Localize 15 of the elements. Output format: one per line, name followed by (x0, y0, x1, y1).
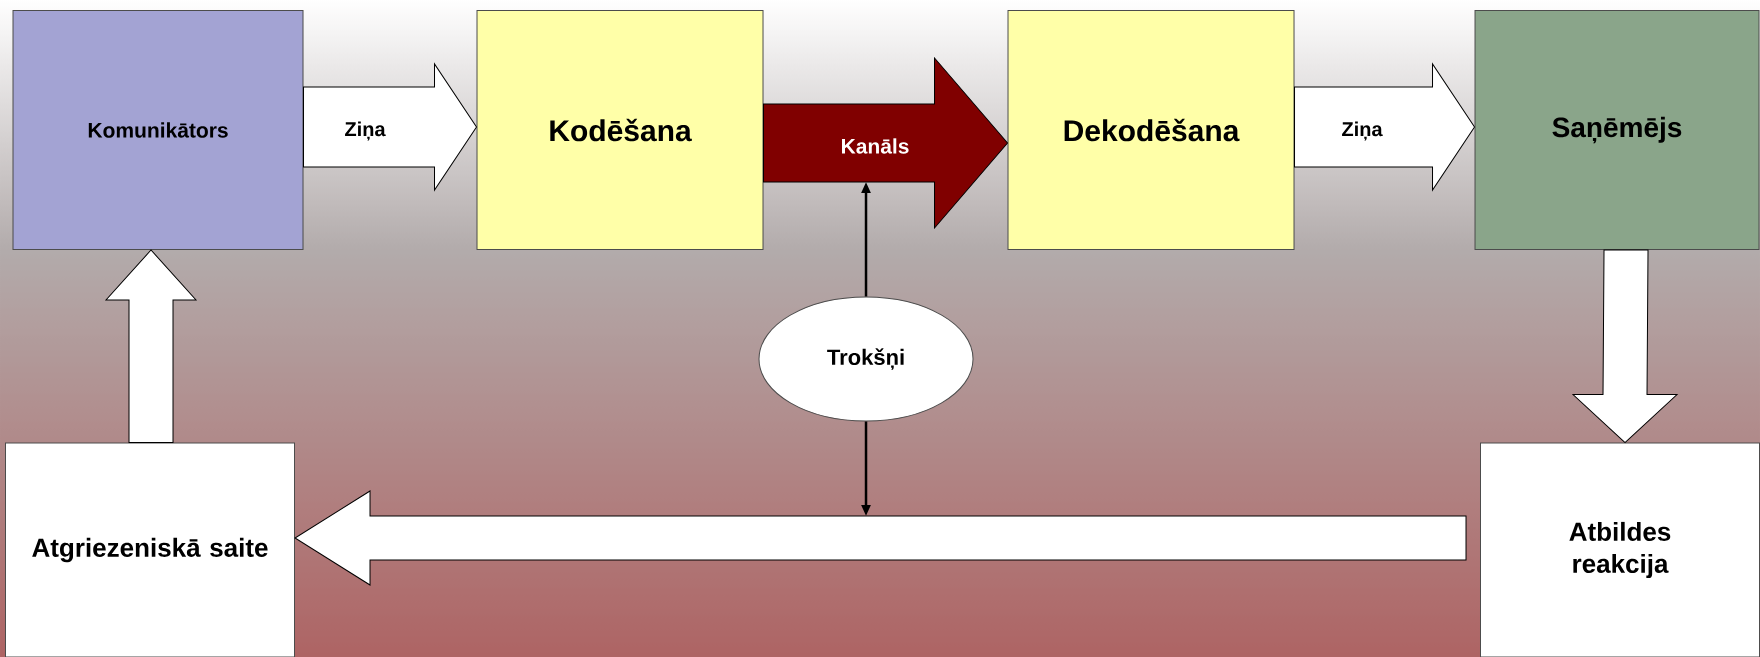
process-box: Kodēšana (476, 10, 764, 250)
edge-label: Kanāls (842, 138, 909, 154)
block-arrow (105, 249, 197, 443)
block-arrow (303, 63, 477, 191)
block-arrow (763, 57, 1008, 229)
edge-label: Ziņa (1342, 121, 1383, 141)
process-box: Atgriezeniskā saite (5, 442, 295, 657)
process-box: Dekodēšana (1007, 10, 1295, 250)
block-arrow (294, 490, 1467, 586)
process-box: Atbildes reakcija (1480, 442, 1760, 657)
process-box: Komunikātors (12, 10, 304, 250)
block-arrow (1294, 63, 1475, 191)
edge-label: Ziņa (345, 121, 386, 141)
block-arrow (1572, 249, 1678, 443)
process-box: Saņēmējs (1474, 10, 1760, 250)
